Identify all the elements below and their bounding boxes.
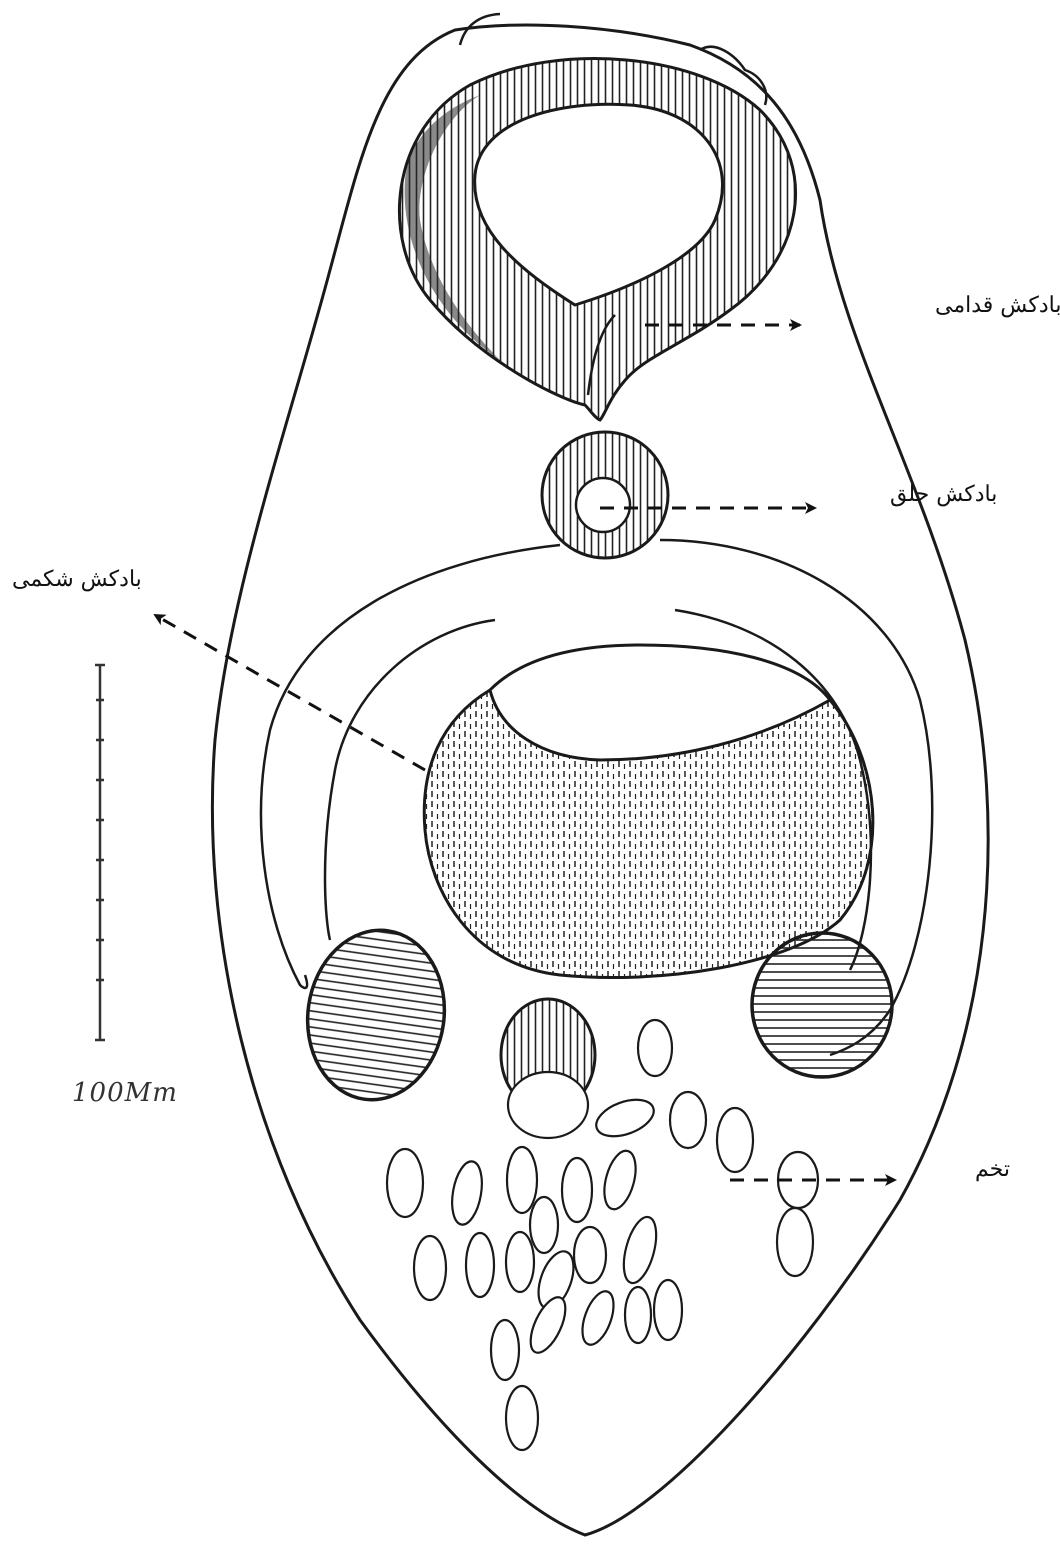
pharyngeal-sucker <box>542 432 668 558</box>
egg <box>717 1108 753 1172</box>
egg <box>414 1236 446 1300</box>
egg <box>574 1227 606 1283</box>
ventral-sucker <box>424 645 873 978</box>
egg <box>576 1287 620 1349</box>
egg <box>638 1020 672 1076</box>
scale-bar <box>95 665 105 1040</box>
egg <box>387 1149 423 1217</box>
testis-left <box>297 921 455 1108</box>
label-egg: تخم <box>975 1157 1010 1182</box>
egg <box>508 1072 588 1138</box>
egg <box>670 1092 706 1148</box>
label-pharyngeal-sucker: بادکش حلق <box>890 482 997 507</box>
egg <box>466 1233 494 1297</box>
label-anterior-sucker: بادکش قدامی <box>935 293 1060 318</box>
egg <box>591 1093 658 1144</box>
scale-bar-label: 100Mm <box>72 1078 178 1108</box>
egg <box>562 1158 592 1222</box>
egg <box>524 1292 573 1357</box>
egg <box>599 1147 642 1212</box>
egg <box>448 1159 487 1227</box>
testis-right <box>752 933 892 1077</box>
egg <box>506 1232 534 1292</box>
egg <box>618 1214 663 1287</box>
label-ventral-sucker: بادکش شکمی <box>12 567 142 592</box>
egg <box>507 1147 537 1213</box>
egg <box>625 1287 651 1343</box>
arrow-ventral-sucker <box>155 615 425 770</box>
egg-cluster <box>387 1020 818 1450</box>
egg <box>506 1386 538 1450</box>
egg <box>777 1208 813 1276</box>
egg <box>530 1197 558 1253</box>
egg <box>654 1280 682 1340</box>
egg <box>491 1320 519 1380</box>
